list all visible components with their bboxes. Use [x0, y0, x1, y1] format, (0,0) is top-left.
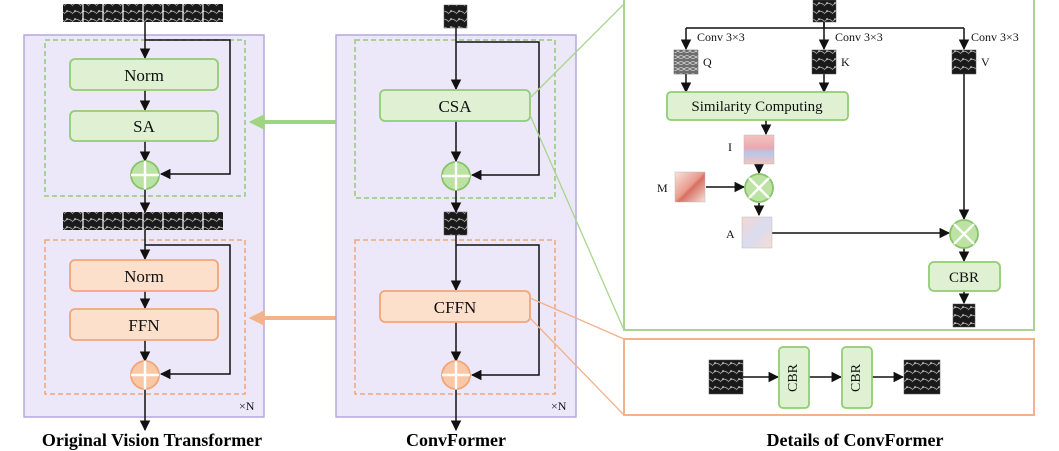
csa-details-panel: Conv 3×3 Conv 3×3 Conv 3×3 Q K V Similar…	[623, 0, 1035, 331]
a-label: A	[726, 227, 735, 241]
zoom-lines	[529, 3, 625, 416]
add-icon-green-left	[130, 160, 160, 190]
v-map	[951, 49, 977, 75]
cffn-details-panel: CBR CBR	[623, 338, 1035, 416]
vit-panel: Norm SA Norm FFN ×N Original Vision Tran…	[23, 4, 265, 450]
sa-label: SA	[133, 117, 155, 136]
conv-v-label: Conv 3×3	[971, 30, 1019, 44]
norm-block-1: Norm	[69, 58, 219, 91]
m-map	[674, 171, 706, 203]
add-icon-orange-middle	[441, 360, 471, 390]
conv-q-label: Conv 3×3	[697, 30, 745, 44]
v-label: V	[981, 55, 990, 69]
token-sequence-middle	[63, 212, 223, 230]
norm-label-1: Norm	[124, 66, 164, 85]
k-map	[811, 49, 837, 75]
feature-map-middle	[443, 211, 468, 236]
cbr-block-1: CBR	[778, 346, 810, 409]
conv-k-label: Conv 3×3	[835, 30, 883, 44]
ffn-label: FFN	[128, 316, 159, 335]
cbr-block-2: CBR	[841, 346, 873, 409]
q-label: Q	[703, 55, 712, 69]
cbr-label: CBR	[949, 270, 979, 286]
input-feature-map	[812, 0, 837, 23]
cbr1-label: CBR	[786, 363, 801, 392]
output-feature-map	[952, 303, 976, 328]
details-caption: Details of ConvFormer	[767, 430, 944, 450]
cffn-output-map	[903, 359, 941, 395]
ffn-block: FFN	[69, 308, 219, 341]
q-map	[673, 49, 699, 75]
convformer-caption: ConvFormer	[406, 430, 506, 450]
feature-map-top	[443, 4, 468, 29]
convformer-panel: CSA CFFN ×N ConvFormer	[335, 4, 577, 450]
cffn-block: CFFN	[379, 290, 531, 323]
add-icon-orange-left	[130, 360, 160, 390]
similarity-computing-block: Similarity Computing	[666, 91, 849, 121]
multiply-icon-2	[949, 219, 979, 249]
cffn-label: CFFN	[434, 298, 477, 317]
similarity-computing-label: Similarity Computing	[691, 99, 823, 115]
i-label: I	[728, 140, 732, 154]
a-map	[741, 216, 773, 249]
m-label: M	[657, 181, 668, 195]
norm-label-2: Norm	[124, 267, 164, 286]
token-sequence-top	[63, 4, 223, 22]
sa-block: SA	[69, 110, 219, 142]
vit-caption: Original Vision Transformer	[42, 430, 262, 450]
repeat-label-middle: ×N	[551, 399, 567, 413]
norm-block-2: Norm	[69, 259, 219, 292]
csa-block: CSA	[379, 89, 531, 122]
csa-label: CSA	[438, 97, 472, 116]
add-icon-green-middle	[441, 161, 471, 191]
repeat-label-left: ×N	[239, 399, 255, 413]
multiply-icon-1	[744, 173, 774, 203]
cffn-input-map	[708, 359, 744, 395]
k-label: K	[841, 55, 850, 69]
i-map	[743, 134, 775, 165]
cbr2-label: CBR	[849, 363, 864, 392]
cbr-block: CBR	[928, 261, 1001, 292]
